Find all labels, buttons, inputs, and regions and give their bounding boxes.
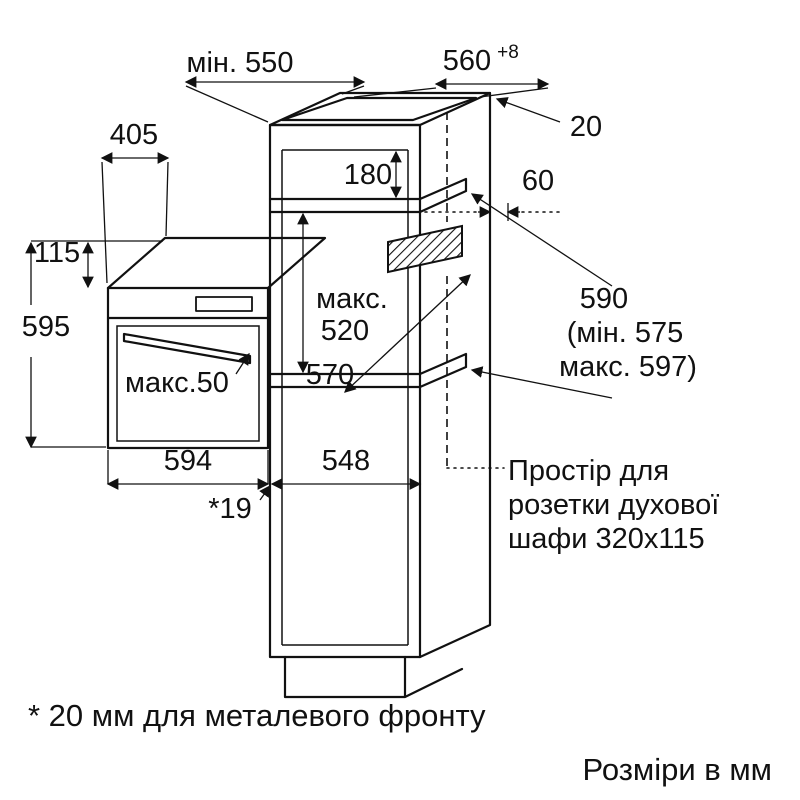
dim-594: 594 bbox=[164, 445, 212, 477]
dim-maks-label: макс. bbox=[316, 283, 388, 315]
dim-595: 595 bbox=[22, 311, 70, 343]
dim-115: 115 bbox=[34, 237, 80, 269]
dim-520: 520 bbox=[321, 315, 369, 347]
oven-door bbox=[116, 325, 260, 442]
socket-annotation: Простір для розетки духової шафи 320x115 bbox=[508, 455, 719, 555]
dim-590-min: (мін. 575 bbox=[567, 317, 684, 349]
dim-590-max: макс. 597) bbox=[559, 351, 697, 383]
dim-590: 590 bbox=[580, 283, 628, 315]
socket-annotation-line3: шафи 320x115 bbox=[508, 523, 705, 555]
dim-180: 180 bbox=[344, 159, 392, 191]
socket-annotation-line1: Простір для bbox=[508, 455, 669, 487]
dim-560-tolerance: +8 bbox=[497, 42, 519, 63]
dim-60: 60 bbox=[522, 165, 554, 197]
dim-548: 548 bbox=[322, 445, 370, 477]
dim-570: 570 bbox=[306, 359, 354, 391]
units-note: Розміри в мм bbox=[583, 752, 773, 787]
dim-min-550: мін. 550 bbox=[187, 47, 294, 79]
dim-560: 560 bbox=[443, 45, 491, 77]
dim-maks-50: макс.50 bbox=[125, 367, 229, 399]
oven-outline bbox=[106, 236, 327, 450]
cabinet-outline bbox=[268, 91, 492, 699]
oven-handle bbox=[122, 332, 252, 365]
dim-405: 405 bbox=[110, 119, 158, 151]
cabinet-interior-lines bbox=[281, 149, 409, 646]
socket-annotation-line2: розетки духової bbox=[508, 489, 719, 521]
dim-gap-19: *19 bbox=[208, 493, 252, 525]
dim-wall-20: 20 bbox=[570, 111, 602, 143]
footnote: * 20 мм для металевого фронту bbox=[28, 698, 486, 733]
dimension-lines bbox=[25, 76, 613, 501]
socket-space-hatch bbox=[387, 224, 463, 274]
